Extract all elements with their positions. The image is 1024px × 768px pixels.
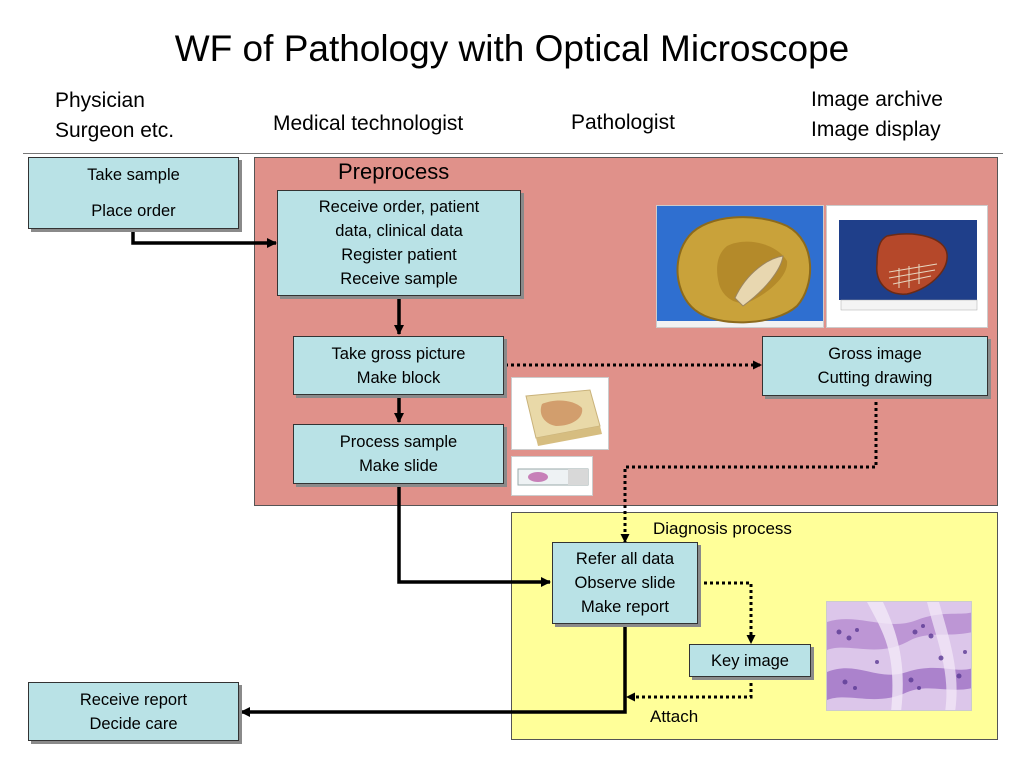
cut-specimen-photo — [826, 205, 988, 328]
take-sample-line2: Place order — [91, 202, 176, 220]
take-sample-box: Take sample Place order — [28, 157, 239, 229]
dotted-refer-to-key-image — [698, 581, 756, 644]
take-sample-line1: Take sample — [87, 166, 180, 184]
process-sample-line1: Process sample — [339, 433, 458, 451]
key-image-label: Key image — [711, 651, 789, 670]
attach-label: Attach — [650, 707, 699, 726]
receive-order-line2: data, clinical data — [335, 222, 463, 240]
column-archive-line2: Image display — [811, 118, 941, 141]
gross-image-box: Gross image Cutting drawing — [762, 336, 988, 396]
arrow-take-sample-to-receive-order — [131, 229, 277, 248]
preprocess-label: Preprocess — [338, 159, 450, 184]
diagnosis-label: Diagnosis process — [653, 519, 792, 538]
refer-data-line3: Make report — [580, 598, 670, 616]
histology-micrograph — [826, 601, 972, 711]
key-image-box: Key image — [689, 644, 811, 677]
process-sample-box: Process sample Make slide — [293, 424, 504, 484]
gross-picture-box: Take gross picture Make block — [293, 336, 504, 395]
column-physician-line1: Physician — [55, 89, 145, 112]
gross-image-line2: Cutting drawing — [817, 369, 933, 387]
receive-report-line1: Receive report — [79, 690, 188, 709]
header-divider — [23, 153, 1003, 154]
paraffin-block-photo — [511, 377, 609, 450]
arrow-refer-to-report — [240, 624, 627, 717]
refer-data-box: Refer all data Observe slide Make report — [552, 542, 698, 624]
column-archive-line1: Image archive — [811, 88, 943, 111]
gross-image-line1: Gross image — [828, 345, 922, 363]
page-title: WF of Pathology with Optical Microscope — [174, 28, 850, 69]
arrow-process-to-refer — [397, 484, 551, 587]
dotted-key-image-attach — [626, 677, 753, 702]
column-pathologist: Pathologist — [571, 111, 675, 134]
column-technologist: Medical technologist — [273, 112, 464, 135]
glass-slide-photo — [511, 456, 593, 496]
gross-picture-line1: Take gross picture — [331, 344, 466, 363]
refer-data-line1: Refer all data — [575, 550, 675, 568]
receive-report-box: Receive report Decide care — [28, 682, 239, 741]
dotted-gross-image-to-refer — [620, 396, 878, 543]
column-archive: Image archive Image display — [811, 85, 943, 145]
receive-order-line3: Register patient — [341, 246, 457, 264]
receive-report-line2: Decide care — [89, 714, 178, 733]
process-sample-line2: Make slide — [359, 457, 438, 475]
receive-order-line4: Receive sample — [340, 270, 458, 288]
gross-specimen-photo — [656, 205, 824, 328]
refer-data-line2: Observe slide — [574, 574, 676, 592]
gross-picture-line2: Make block — [356, 368, 441, 387]
receive-order-line1: Receive order, patient — [318, 198, 480, 216]
receive-order-box: Receive order, patient data, clinical da… — [277, 190, 521, 296]
column-physician: Physician Surgeon etc. — [55, 86, 174, 146]
column-physician-line2: Surgeon etc. — [55, 119, 175, 142]
